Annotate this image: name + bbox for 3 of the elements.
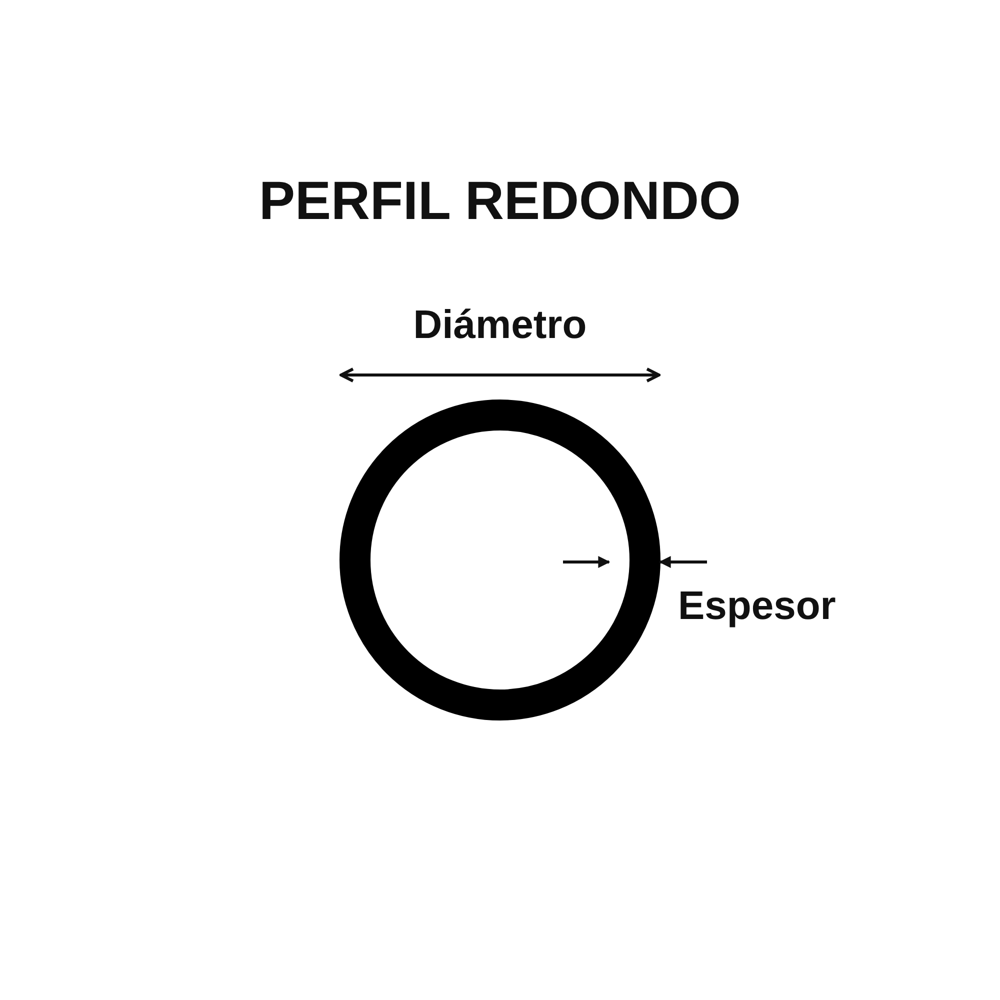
dimension-label: Diámetro xyxy=(412,303,588,348)
title: PERFIL REDONDO xyxy=(258,170,742,232)
dimension-label: Espesor xyxy=(678,584,836,629)
